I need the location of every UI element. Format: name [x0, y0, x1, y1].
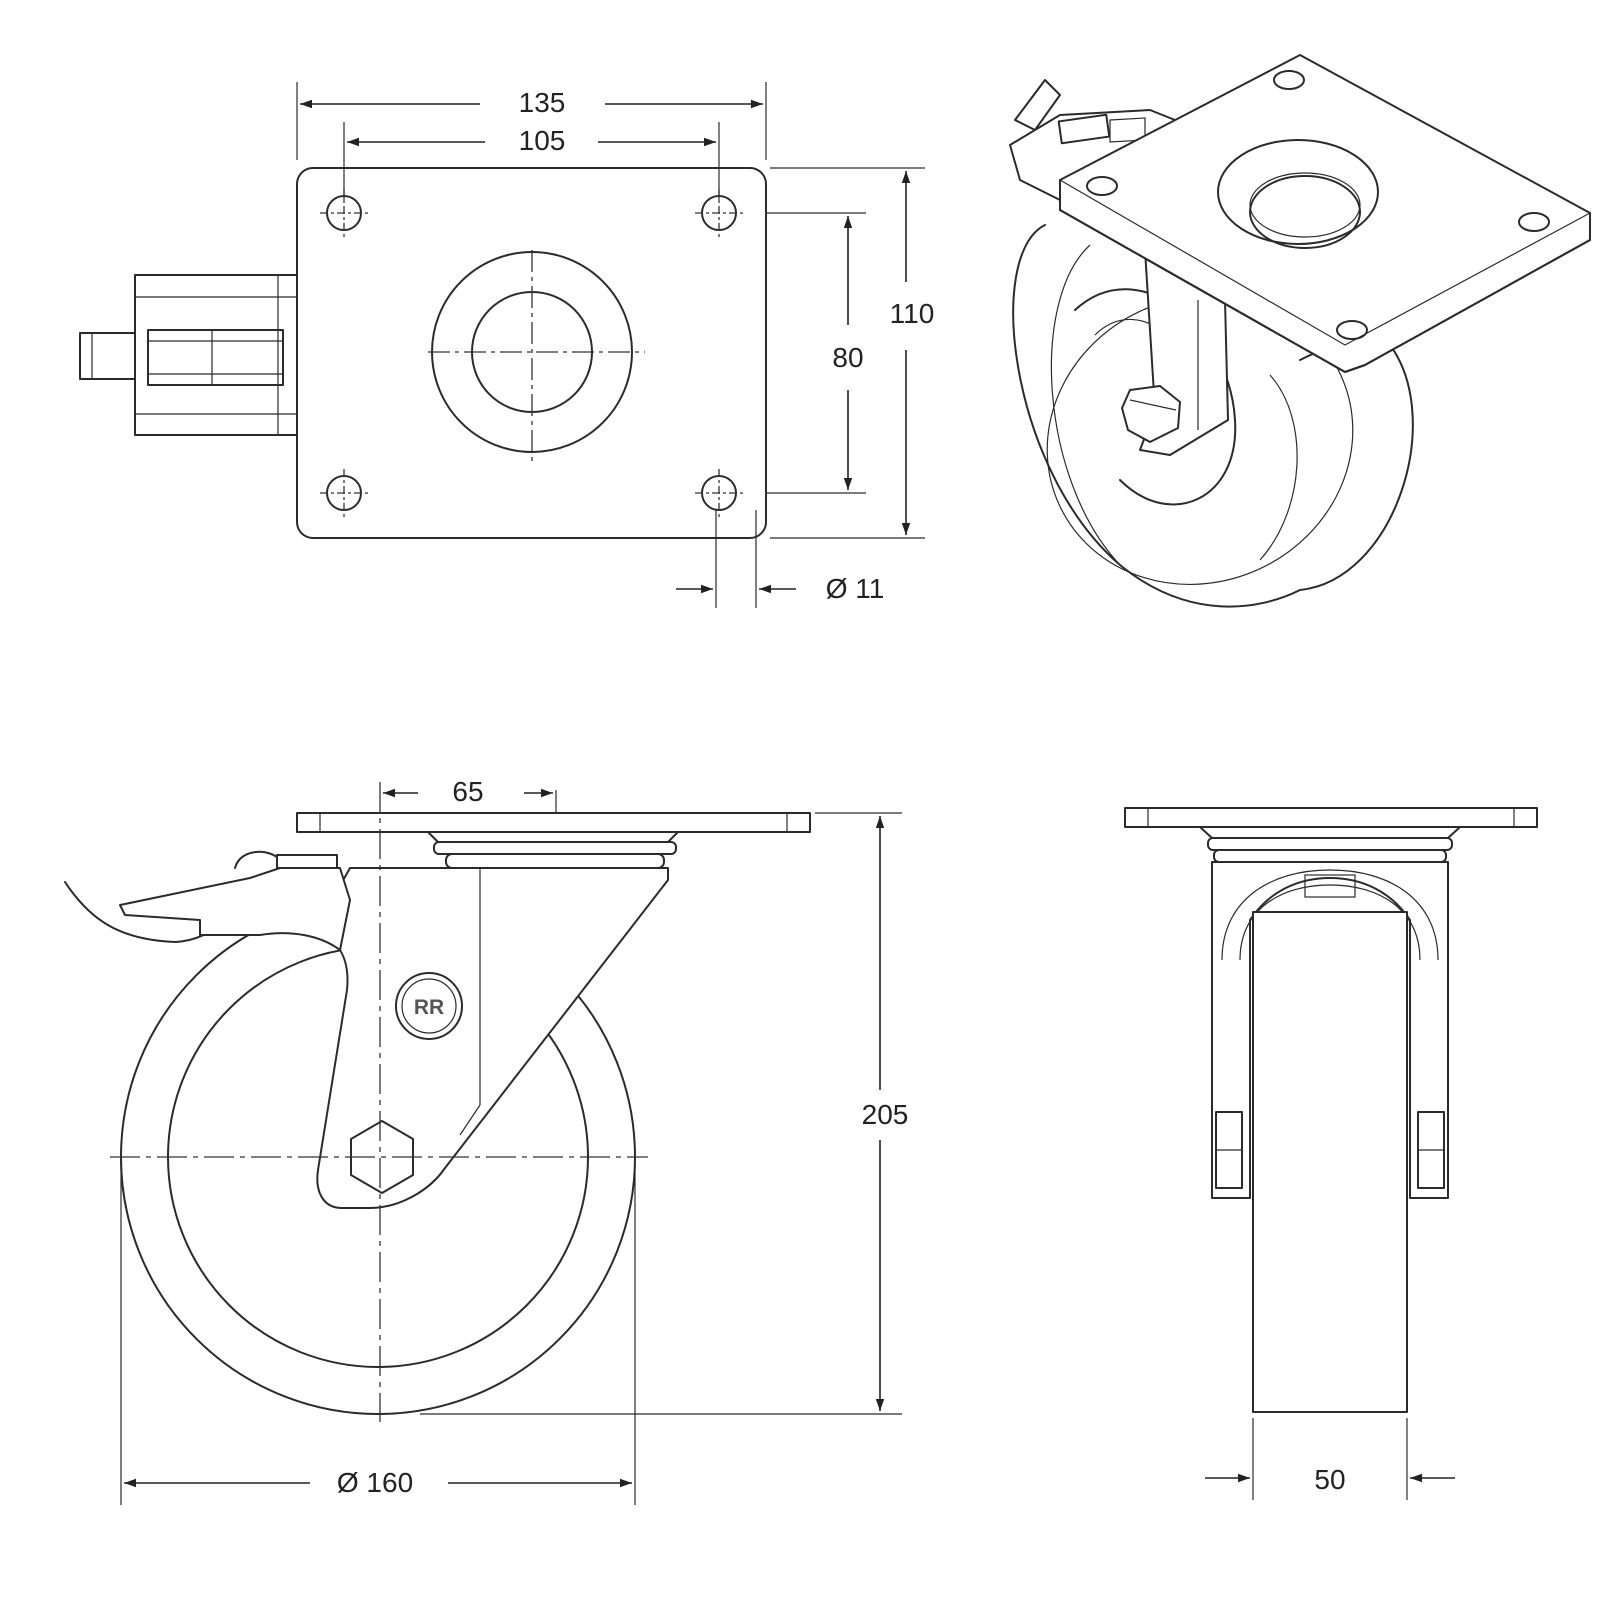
- dim-label-50: 50: [1314, 1464, 1345, 1495]
- front-view: 50: [1124, 807, 1538, 1500]
- iso-mounting-plate: [1059, 54, 1591, 373]
- top-view: 135 105 80 110: [79, 82, 935, 608]
- dim-label-hole-diameter: Ø 11: [826, 573, 885, 604]
- brand-logo: RR: [395, 972, 463, 1040]
- brake-housing: [79, 274, 298, 436]
- dimension-205: 205: [420, 812, 909, 1415]
- kingpin-boss: [428, 250, 645, 462]
- iso-axle-nut: [1121, 385, 1181, 443]
- dim-label-wheel-diameter: Ø 160: [337, 1467, 413, 1498]
- side-fork-leg: [314, 867, 669, 1209]
- dimension-110: 110: [770, 167, 935, 539]
- dim-label-65: 65: [452, 776, 483, 807]
- dim-label-105: 105: [519, 125, 566, 156]
- dimension-65: 65: [383, 776, 557, 812]
- side-mounting-plate: [296, 812, 811, 833]
- front-mounting-plate: [1124, 807, 1538, 828]
- logo-text: RR: [414, 996, 444, 1019]
- dimension-80: 80: [766, 212, 866, 494]
- side-view: RR 65 205 Ø 160: [64, 776, 909, 1505]
- dimension-wheel-diameter: Ø 160: [120, 1157, 636, 1505]
- side-brake-lever: [64, 850, 351, 951]
- bolt-hole: [695, 469, 743, 517]
- isometric-view: [1009, 54, 1591, 608]
- side-swivel-ring: [433, 841, 677, 855]
- dimension-50: 50: [1205, 1418, 1455, 1500]
- dimension-hole-diameter: Ø 11: [676, 510, 884, 608]
- dimension-135: 135: [296, 82, 767, 160]
- dim-label-110: 110: [890, 298, 935, 329]
- dimension-105: 105: [343, 122, 720, 200]
- dim-label-135: 135: [519, 87, 566, 118]
- bolt-hole: [320, 469, 368, 517]
- dim-label-80: 80: [832, 342, 863, 373]
- dim-label-205: 205: [862, 1099, 909, 1130]
- iso-brake-lever: [1009, 79, 1176, 201]
- front-wheel: [1252, 911, 1408, 1413]
